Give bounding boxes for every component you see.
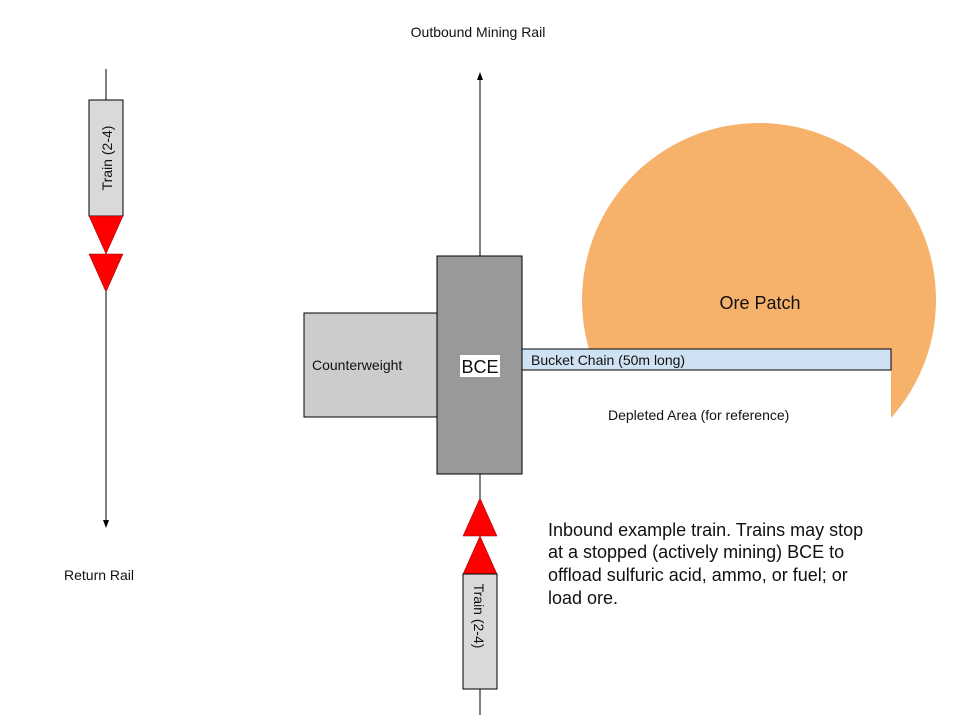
direction-arrow-icon: [462, 497, 498, 537]
svg-text:load ore.: load ore.: [548, 588, 618, 608]
depleted-area-label: Depleted Area (for reference): [608, 407, 789, 423]
train-label: Train (2-4): [471, 584, 487, 649]
inbound-note: Inbound example train. Trains may stop a…: [548, 520, 863, 608]
ore-patch-label: Ore Patch: [719, 293, 800, 313]
direction-arrow-icon: [88, 215, 124, 255]
train-return: Train (2-4): [88, 99, 124, 293]
svg-text:Inbound example train. Trains: Inbound example train. Trains may stop: [548, 520, 863, 540]
outbound-rail-label: Outbound Mining Rail: [411, 24, 546, 40]
svg-text:at a stopped (actively mining): at a stopped (actively mining) BCE to: [548, 542, 844, 562]
bce-label: BCE: [461, 357, 498, 377]
bucket-chain-label: Bucket Chain (50m long): [531, 352, 685, 368]
direction-arrow-icon: [462, 535, 498, 575]
counterweight: [303, 312, 438, 418]
ore-patch: [560, 123, 936, 549]
svg-text:offload sulfuric acid, ammo, o: offload sulfuric acid, ammo, or fuel; or: [548, 565, 848, 585]
train-inbound: Train (2-4): [462, 497, 498, 690]
direction-arrow-icon: [88, 253, 124, 293]
train-label: Train (2-4): [99, 126, 115, 191]
return-rail-label: Return Rail: [64, 567, 134, 583]
counterweight-label: Counterweight: [312, 357, 402, 373]
